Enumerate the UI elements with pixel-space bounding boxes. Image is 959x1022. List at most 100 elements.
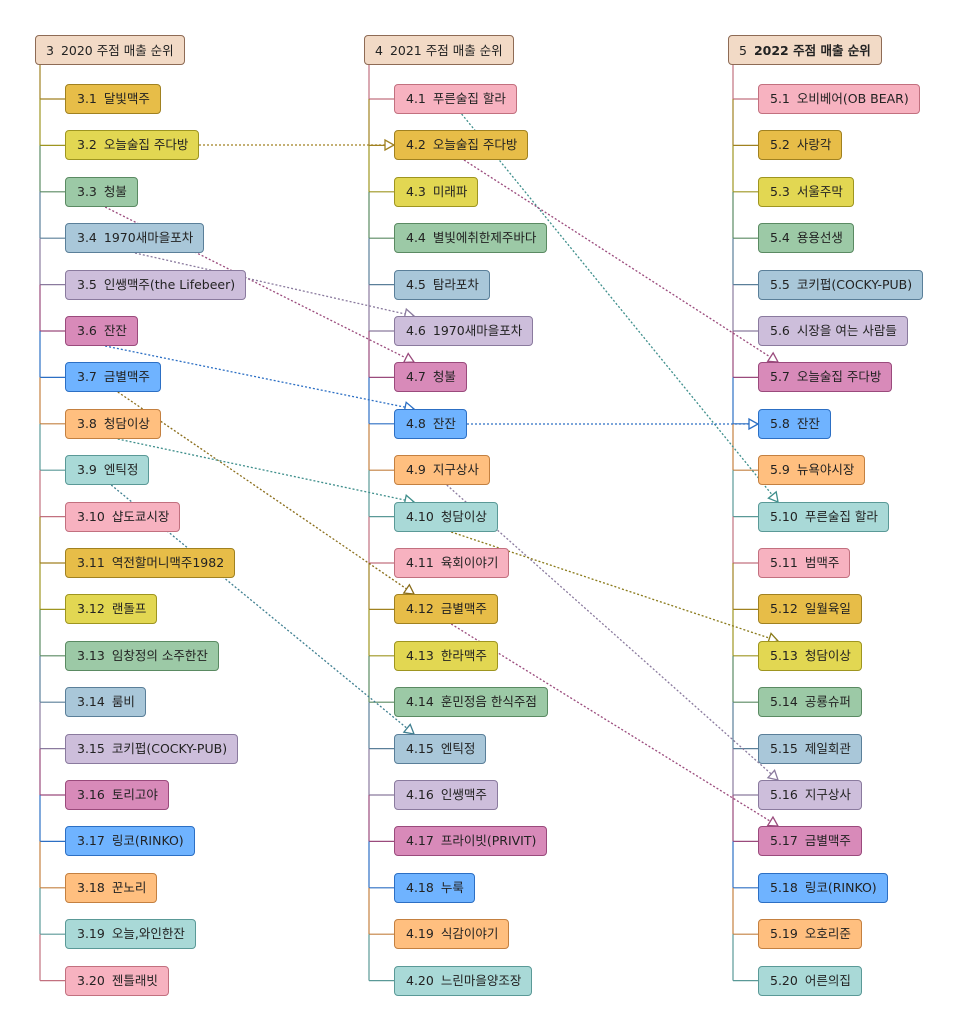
store-name: 1970새마을포차 <box>432 323 523 338</box>
store-name: 누룩 <box>440 879 464 895</box>
rank-node-3-13[interactable]: 3.13 임창정의 소주한잔 <box>65 640 219 671</box>
rank-node-3-14[interactable]: 3.14 룸비 <box>65 687 146 718</box>
store-name: 달빛맥주 <box>103 91 150 106</box>
store-name: 엔틱정 <box>440 740 476 756</box>
rank-number: 5.15 <box>770 740 798 756</box>
header-number: 4 <box>375 43 383 58</box>
rank-number: 5.14 <box>770 694 798 710</box>
store-name: 청불 <box>432 369 456 385</box>
rank-number: 4.17 <box>406 833 434 849</box>
store-name: 오호리준 <box>804 926 851 942</box>
rank-number: 4.8 <box>406 415 426 431</box>
rank-node-4-17[interactable]: 4.17 프라이빗(PRIVIT) <box>394 826 548 857</box>
rank-node-5-11[interactable]: 5.11 범맥주 <box>758 548 851 578</box>
rank-number: 4.2 <box>406 137 426 153</box>
rank-number: 3.16 <box>77 787 105 802</box>
rank-number: 3.13 <box>77 647 105 663</box>
rank-number: 3.18 <box>77 879 105 895</box>
store-name: 링코(RINKO) <box>111 833 184 849</box>
rank-number: 4.3 <box>406 183 426 199</box>
store-name: 인쌩맥주 <box>440 787 487 802</box>
rank-number: 3.2 <box>77 137 97 153</box>
rank-number: 5.11 <box>770 555 798 570</box>
store-name: 토리고야 <box>111 787 158 802</box>
store-name: 프라이빗(PRIVIT) <box>440 833 537 849</box>
store-name: 범맥주 <box>804 555 840 570</box>
store-name: 링코(RINKO) <box>804 879 877 895</box>
header-title: 2020 주점 매출 순위 <box>60 43 174 58</box>
store-name: 룸비 <box>111 694 135 710</box>
rank-number: 3.4 <box>77 230 97 246</box>
store-name: 역전할머니맥주1982 <box>111 555 225 570</box>
rank-number: 4.5 <box>406 276 426 292</box>
store-name: 임창정의 소주한잔 <box>111 647 208 663</box>
rank-number: 4.12 <box>406 601 434 617</box>
rank-node-3-16[interactable]: 3.16 토리고야 <box>65 780 169 810</box>
store-name: 오늘술집 주다방 <box>796 369 882 385</box>
rank-number: 3.19 <box>77 926 105 942</box>
rank-number: 3.14 <box>77 694 105 710</box>
rank-number: 4.19 <box>406 926 434 942</box>
rank-number: 3.20 <box>77 972 105 988</box>
store-name: 금별맥주 <box>103 369 150 385</box>
store-name: 잔잔 <box>796 415 820 431</box>
